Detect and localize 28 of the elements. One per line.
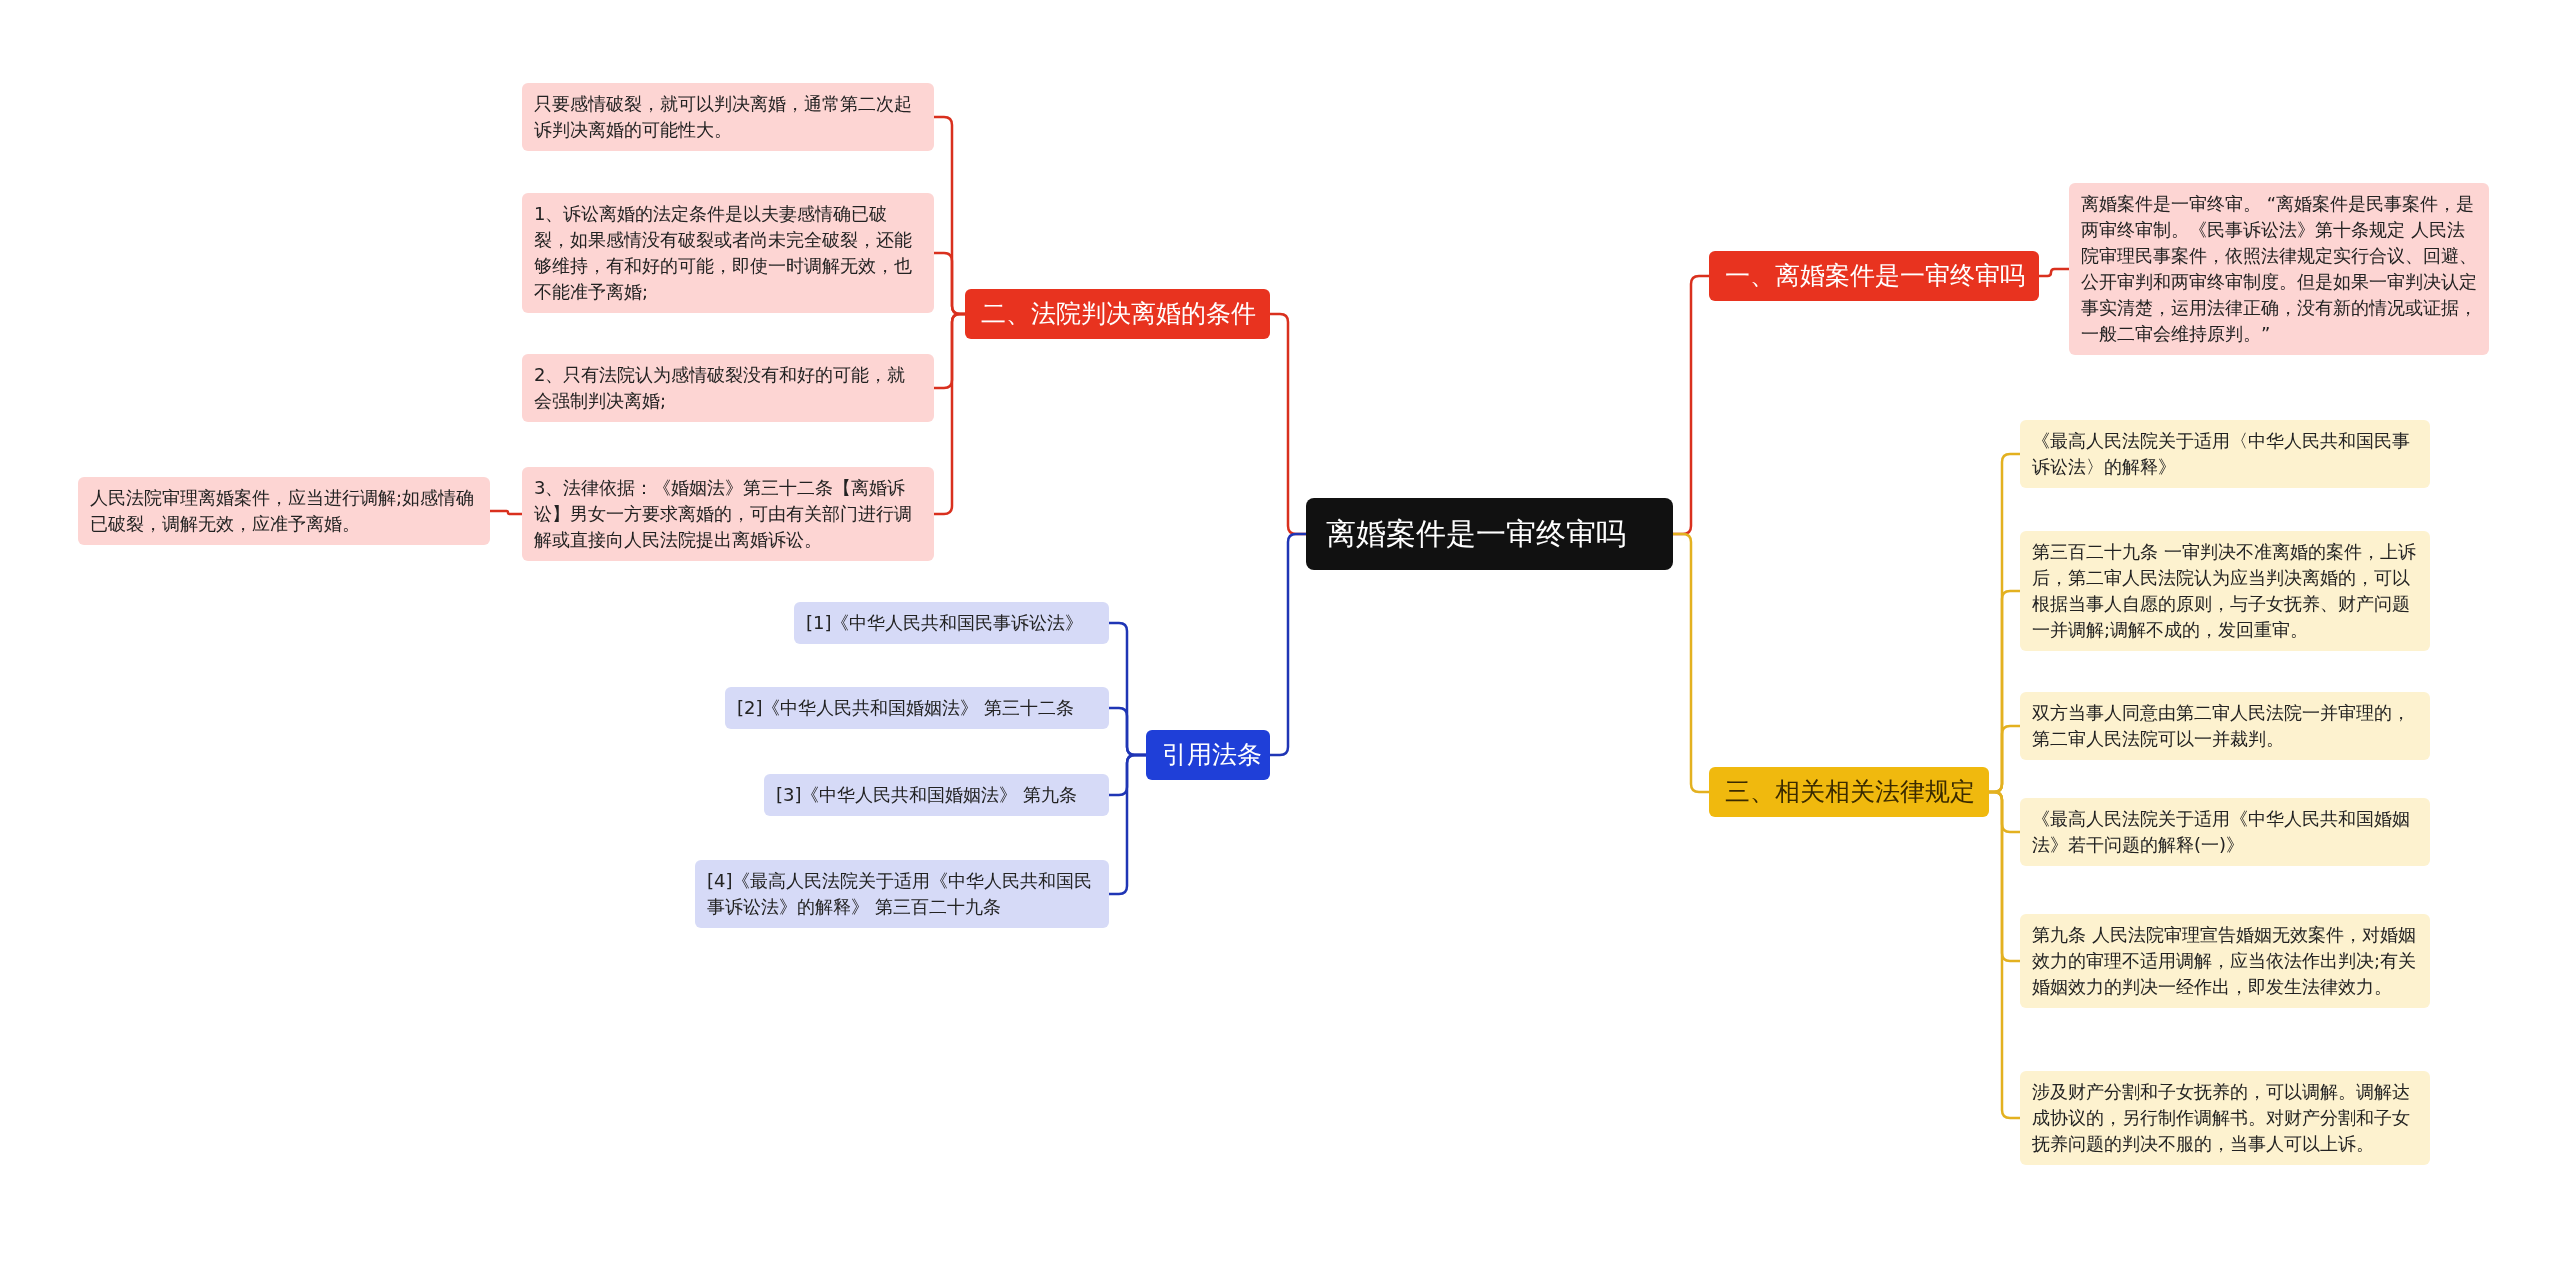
branch-topic: 三、相关相关法律规定 (1709, 767, 1989, 817)
reference-note: [4]《最高人民法院关于适用《中华人民共和国民事诉讼法》的解释》 第三百二十九条 (695, 860, 1109, 928)
reference-note: [2]《中华人民共和国婚姻法》 第三十二条 (725, 687, 1109, 729)
connector-line (2039, 267, 2069, 278)
detail-note: 涉及财产分割和子女抚养的，可以调解。调解达成协议的，另行制作调解书。对财产分割和子女抚养问题的判决不服的，当事人可以上诉。 (2020, 1071, 2430, 1165)
branch-topic: 引用法条 (1146, 730, 1270, 780)
detail-note: 离婚案件是一审终审。 “离婚案件是民事案件，是两审终审制。《民事诉讼法》第十条规定 人民法院审理民事案件，依照法律规定实行合议、回避、公开审判和两审终审制度。但是如果一审判决认定事实清楚，运用法律正确，没有新的情况或证据，一般二审会维持原判。” (2069, 183, 2489, 355)
root-topic: 离婚案件是一审终审吗 (1306, 498, 1673, 570)
connector-line (1109, 753, 1146, 896)
connector-line (1270, 532, 1306, 757)
reference-note: [3]《中华人民共和国婚姻法》 第九条 (764, 774, 1109, 816)
detail-note: 双方当事人同意由第二审人民法院一并审理的，第二审人民法院可以一并裁判。 (2020, 692, 2430, 760)
detail-note: 《最高人民法院关于适用〈中华人民共和国民事诉讼法〉的解释》 (2020, 420, 2430, 488)
connector-line (490, 509, 522, 516)
detail-note: 3、法律依据：《婚姻法》第三十二条【离婚诉讼】男女一方要求离婚的，可由有关部门进行调解或直接向人民法院提出离婚诉讼。 (522, 467, 934, 561)
detail-note: 《最高人民法院关于适用《中华人民共和国婚姻法》若干问题的解释(一)》 (2020, 798, 2430, 866)
detail-note: 第三百二十九条 一审判决不准离婚的案件，上诉后，第二审人民法院认为应当判决离婚的，可以根据当事人自愿的原则，与子女抚养、财产问题一并调解;调解不成的，发回重审。 (2020, 531, 2430, 651)
connector-line (1989, 790, 2020, 1120)
connector-line (934, 312, 965, 516)
connector-line (1673, 532, 1709, 794)
detail-note: 2、只有法院认为感情破裂没有和好的可能，就会强制判决离婚; (522, 354, 934, 422)
detail-note: 1、诉讼离婚的法定条件是以夫妻感情确已破裂，如果感情没有破裂或者尚未完全破裂，还能够维持，有和好的可能，即使一时调解无效，也不能准予离婚; (522, 193, 934, 313)
branch-topic: 二、法院判决离婚的条件 (965, 289, 1270, 339)
detail-note: 人民法院审理离婚案件，应当进行调解;如感情确已破裂，调解无效，应准予离婚。 (78, 477, 490, 545)
detail-note: 第九条 人民法院审理宣告婚姻无效案件，对婚姻效力的审理不适用调解，应当依法作出判决;有关婚姻效力的判决一经作出，即发生法律效力。 (2020, 914, 2430, 1008)
branch-topic: 一、离婚案件是一审终审吗 (1709, 251, 2039, 301)
detail-note: 只要感情破裂，就可以判决离婚，通常第二次起诉判决离婚的可能性大。 (522, 83, 934, 151)
reference-note: [1]《中华人民共和国民事诉讼法》 (794, 602, 1109, 644)
